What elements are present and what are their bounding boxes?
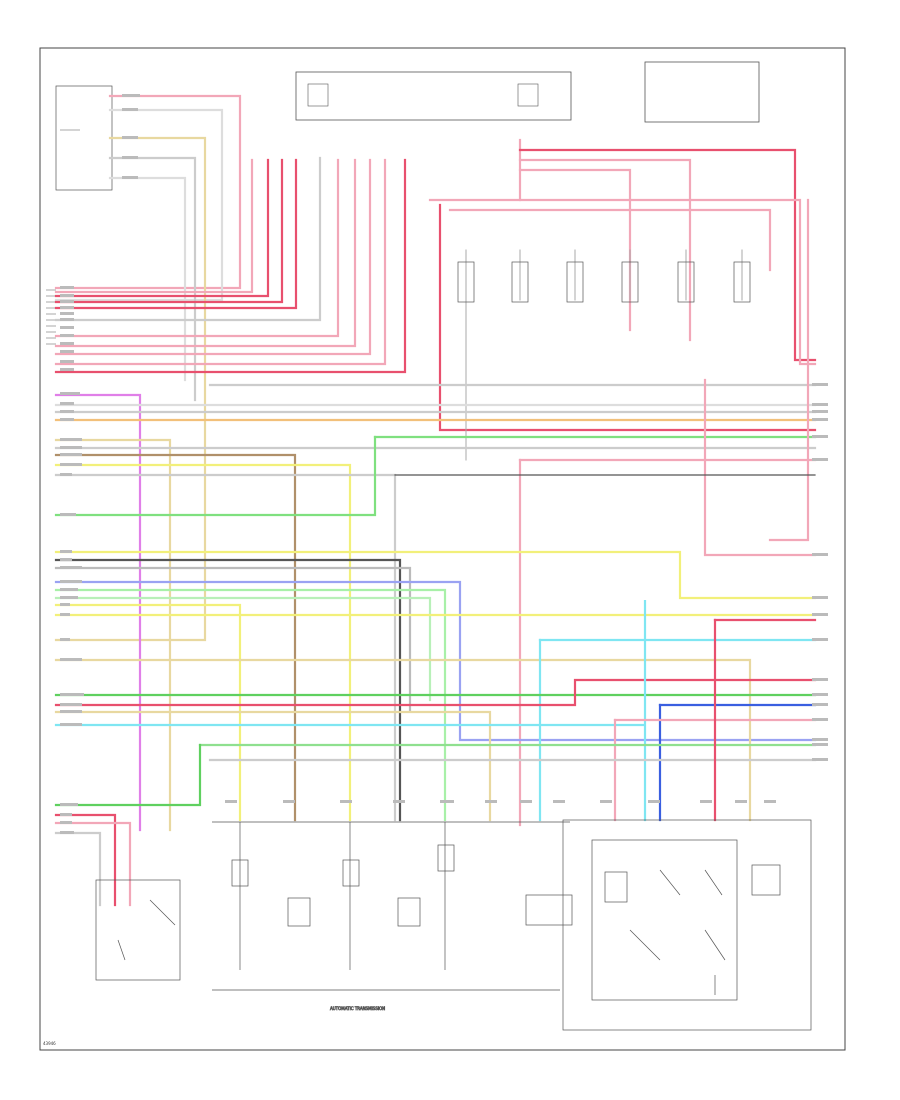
wire-relay-red-2 [518,158,692,342]
wire-relay-pink-4 [428,198,817,366]
wire-tan-h27 [54,710,492,822]
right-bottom-module [562,819,812,1031]
wire-pink-h1 [54,393,142,832]
wire-pink-a [54,94,242,290]
wire-ltgreen-h12 [54,435,377,517]
wire-gray-2 [54,156,322,322]
wire-yellow-h10 [54,463,352,822]
wire-red-h26 [54,678,817,707]
wire-gray-b [108,176,187,382]
page-ref: 43946 [43,1041,56,1046]
wire-gray-bot [54,831,102,907]
wire-ltgreen-h20 [54,596,432,702]
wire-pink-bot [54,821,132,907]
wire-yellow-h21 [54,603,242,822]
transmission-block: AUTOMATIC TRANSMISSION [212,821,573,1011]
wire-green-bot [54,743,202,807]
wire-red-6 [54,158,357,348]
wire-pink-b [54,108,224,302]
relay-bank [457,261,751,303]
wire-red-bot [54,813,117,907]
wire-red-4 [54,158,298,310]
transmission-title: AUTOMATIC TRANSMISSION [330,1006,385,1011]
wire-relay-red-top [518,148,817,362]
relay-3 [566,261,584,303]
relay-6 [733,261,751,303]
wire-ltblue-h28 [54,600,647,822]
wire-pink-right-v [703,378,817,557]
wire-relay-pink-6 [448,208,772,272]
wire-red-8 [54,158,387,366]
wire-tan-a [54,136,207,642]
wire-ltgreen-h19 [54,588,447,822]
wire-label-marks [60,94,828,834]
left-connector-pins [46,289,56,345]
relay-1 [457,261,475,303]
wire-tan-h6 [54,438,172,832]
wire-tan-h23 [54,658,752,822]
relay-5 [677,261,695,303]
wire-red-7 [54,158,372,356]
wire-red-2 [54,158,270,298]
wire-red-9 [54,158,407,374]
left-top-connector [55,85,113,191]
wire-tan-h9 [54,453,297,822]
left-bottom-module [95,879,181,981]
wire-dkgray-h16 [54,558,402,822]
relay-center-block [295,71,572,121]
wire-gray-h17 [54,566,412,712]
notes-box [644,61,760,123]
wires [54,94,817,907]
relay-4 [621,261,639,303]
wire-yellow-h15 [54,550,817,600]
diagram-border [39,47,846,1051]
wire-red-5 [54,158,340,338]
wire-red-1 [54,158,254,294]
wire-relay-pink-5 [438,203,817,432]
wire-red-3 [54,158,284,304]
relay-2 [511,261,529,303]
wire-gray-h11 [54,473,397,822]
wire-pink-right-v2 [768,198,810,542]
